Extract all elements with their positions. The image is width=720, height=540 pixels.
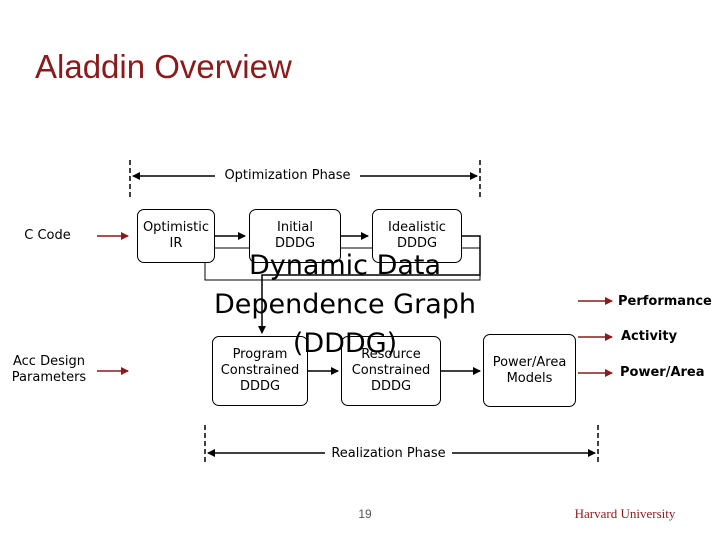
realization-phase-label: Realization Phase: [325, 446, 452, 462]
optimization-phase-label: Optimization Phase: [215, 168, 360, 184]
slide-title: Aladdin Overview: [35, 48, 292, 85]
activity-output: Activity: [621, 329, 678, 344]
power-area-output: Power/Area: [620, 365, 705, 380]
c-code-label: C Code: [24, 228, 71, 243]
dddg-overlay-text: Dynamic Data Dependence Graph (DDDG): [214, 250, 476, 359]
feedback-loop-outline: [204, 247, 481, 281]
performance-output: Performance: [618, 294, 712, 309]
page-number: 19: [358, 507, 372, 521]
acc-design-label: Acc Design Parameters: [11, 354, 87, 385]
university-name: Harvard University: [574, 506, 676, 521]
